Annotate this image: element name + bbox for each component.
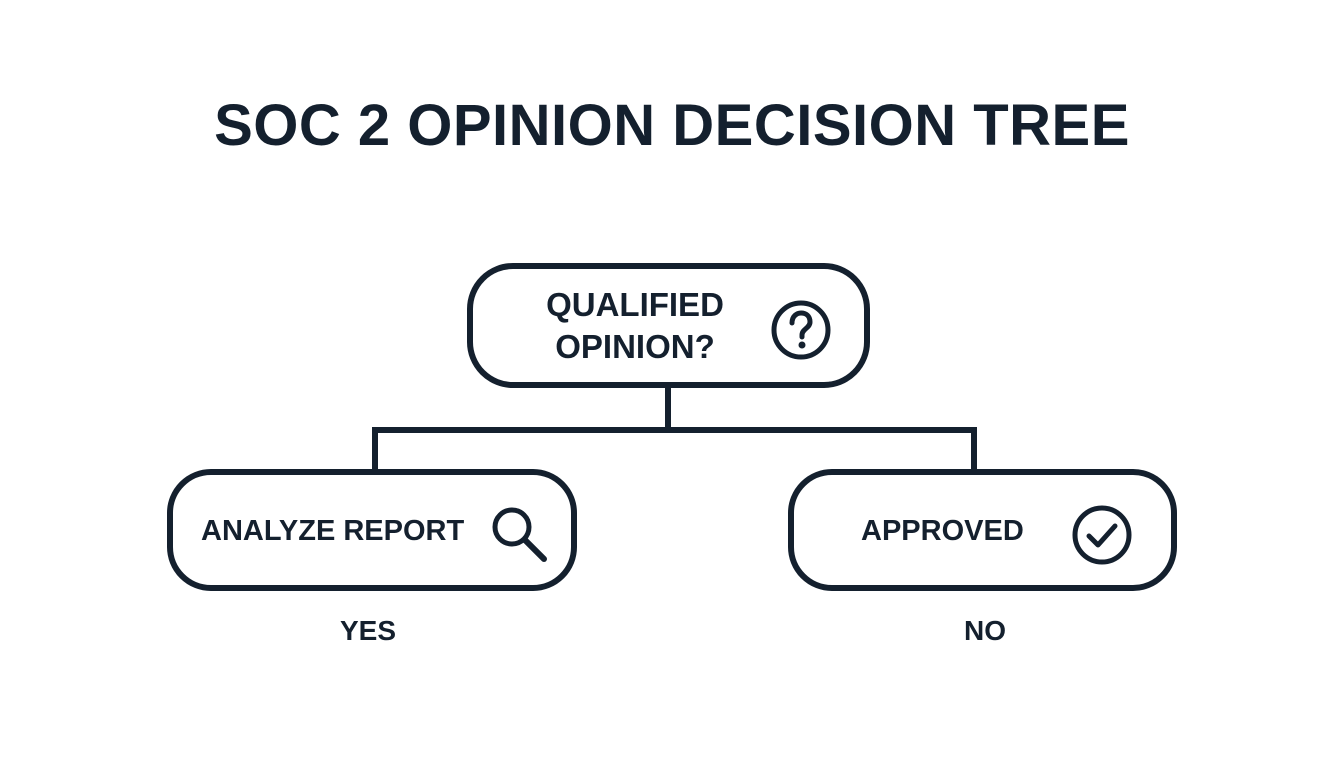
checkmark-circle-icon bbox=[1071, 504, 1133, 566]
analyze-report-node: ANALYZE REPORT bbox=[167, 469, 577, 591]
connector-branch bbox=[372, 427, 977, 469]
analyze-report-label: ANALYZE REPORT bbox=[201, 515, 465, 547]
branch-label-yes: YES bbox=[339, 615, 397, 646]
question-node: QUALIFIED OPINION? bbox=[467, 263, 870, 388]
question-node-label: QUALIFIED OPINION? bbox=[546, 285, 724, 365]
diagram-title: SOC 2 OPINION DECISION TREE bbox=[214, 93, 1130, 158]
magnifier-icon bbox=[488, 503, 550, 565]
approved-node: APPROVED bbox=[788, 469, 1177, 591]
question-circle-icon bbox=[770, 299, 832, 361]
approved-label: APPROVED bbox=[861, 515, 1024, 547]
branch-label-no: NO bbox=[964, 615, 1006, 646]
